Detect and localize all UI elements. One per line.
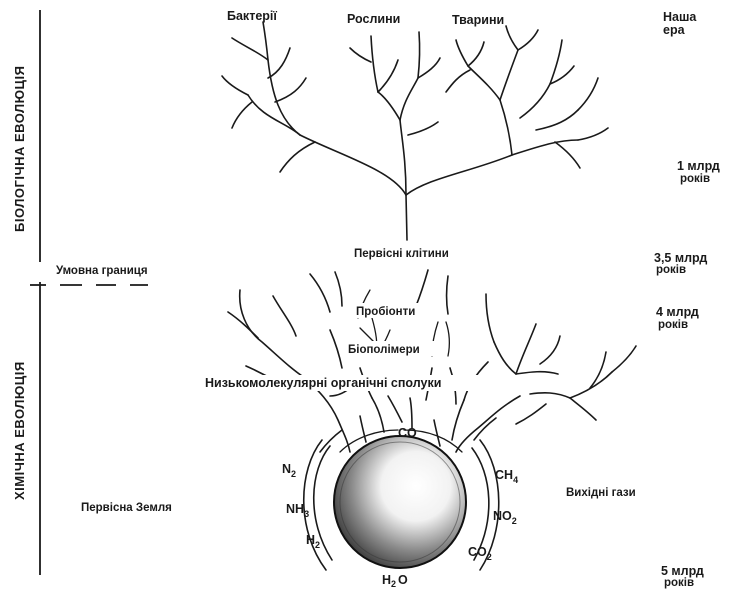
timeline-1bn-line1: 1 млрд: [677, 159, 720, 173]
source-gases-label: Вихідні гази: [566, 487, 636, 499]
gas-co2-label: CO2: [468, 545, 492, 562]
bacteria-label: Бактерії: [227, 9, 277, 23]
biological-evolution-label: БІОЛОГІЧНА ЕВОЛЮЦІЯ: [12, 66, 27, 232]
chemical-evolution-lines: [228, 270, 636, 452]
animals-label: Тварини: [452, 13, 504, 27]
timeline-4bn-line1: 4 млрд: [656, 305, 699, 319]
timeline-1bn-line2: років: [680, 173, 710, 185]
primary-cells-label: Первісні клітини: [354, 248, 449, 260]
timeline-3-5bn-line1: 3,5 млрд: [654, 251, 707, 265]
timeline-now-line2: ера: [663, 23, 686, 37]
low-molecular-compounds-label: Низькомолекулярні органічні сполуки: [205, 376, 441, 390]
phylogenetic-tree: [222, 22, 608, 240]
gas-nh3-label: NH3: [286, 502, 309, 519]
timeline-now-line1: Наша: [663, 10, 697, 24]
gas-ch4-label: CH4: [495, 468, 518, 485]
timeline-4bn-line2: років: [658, 319, 688, 331]
probionts-label: Пробіонти: [356, 306, 415, 318]
chemical-evolution-label: ХІМІЧНА ЕВОЛЮЦІЯ: [12, 361, 27, 500]
timeline-5bn-line1: 5 млрд: [661, 564, 704, 578]
timeline-5bn-line2: років: [664, 577, 694, 589]
gas-co-label: CO: [398, 426, 417, 440]
gas-n2-label: N2: [282, 462, 296, 479]
timeline-3-5bn-line2: років: [656, 264, 686, 276]
biopolymers-label: Біополімери: [348, 344, 420, 356]
primordial-earth-label: Первісна Земля: [81, 502, 172, 514]
boundary-label: Умовна границя: [56, 265, 148, 277]
plants-label: Рослини: [347, 12, 400, 26]
timeline: Наша ера 1 млрд років 3,5 млрд років 4 м…: [654, 10, 720, 589]
